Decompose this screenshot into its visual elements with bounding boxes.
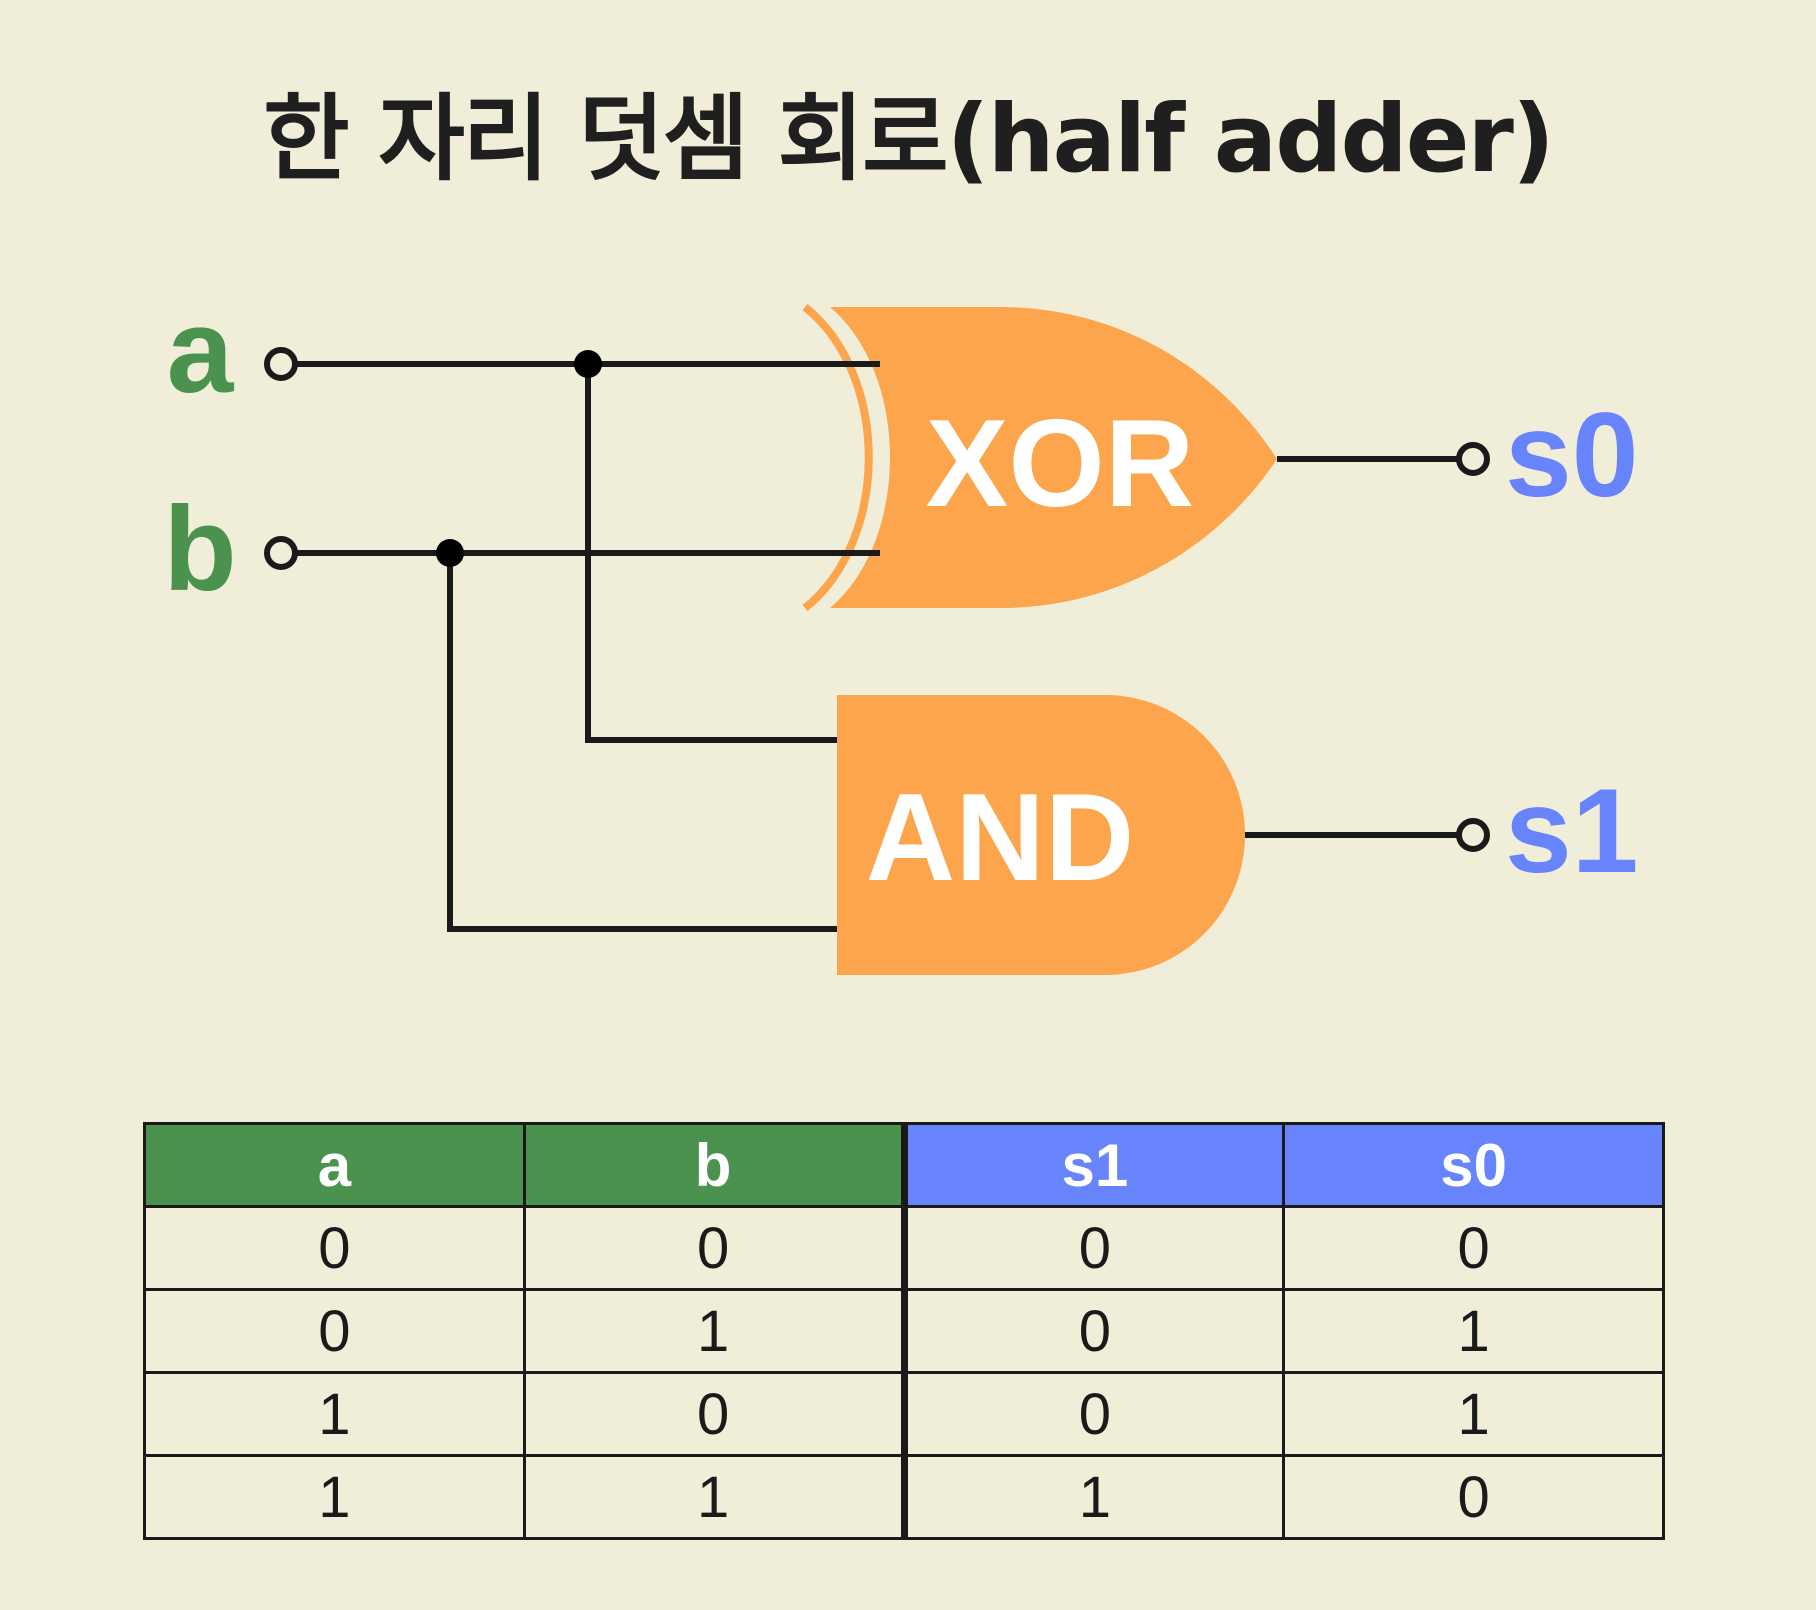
- output-terminal-s0: [1456, 442, 1490, 476]
- cell-s1: 0: [900, 1205, 1286, 1291]
- cell-s1: 1: [900, 1454, 1286, 1540]
- wire-a-to-and: [585, 364, 837, 743]
- and-gate: AND: [837, 695, 1245, 975]
- cell-b: 1: [522, 1288, 906, 1374]
- page-title: 한 자리 덧셈 회로(half adder): [263, 85, 1555, 194]
- cell-a: 1: [143, 1454, 526, 1540]
- xor-gate-label: XOR: [926, 395, 1195, 533]
- truth-table-header-row: a b s1 s0: [143, 1122, 1665, 1208]
- table-row: 1 0 0 1: [143, 1371, 1665, 1457]
- cell-a: 1: [143, 1371, 526, 1457]
- wires: [290, 361, 1458, 932]
- header-a: a: [143, 1122, 526, 1208]
- header-s0: s0: [1282, 1122, 1665, 1208]
- input-label-b: b: [163, 482, 236, 616]
- header-b: b: [522, 1122, 906, 1208]
- cell-b: 0: [522, 1205, 906, 1291]
- input-terminal-b: [264, 536, 298, 570]
- output-label-s1: s1: [1505, 764, 1638, 898]
- header-s1: s1: [900, 1122, 1286, 1208]
- table-row: 0 1 0 1: [143, 1288, 1665, 1374]
- junction-dot-a: [574, 350, 602, 378]
- table-row: 1 1 1 0: [143, 1454, 1665, 1540]
- cell-b: 1: [522, 1454, 906, 1540]
- output-label-s0: s0: [1505, 388, 1638, 522]
- cell-b: 0: [522, 1371, 906, 1457]
- xor-gate: XOR: [802, 303, 1277, 612]
- cell-s0: 0: [1282, 1454, 1665, 1540]
- wire-b-to-and: [447, 553, 837, 932]
- table-row: 0 0 0 0: [143, 1205, 1665, 1291]
- cell-a: 0: [143, 1288, 526, 1374]
- output-terminal-s1: [1456, 818, 1490, 852]
- and-gate-label: AND: [866, 769, 1135, 907]
- cell-s0: 1: [1282, 1371, 1665, 1457]
- cell-a: 0: [143, 1205, 526, 1291]
- cell-s0: 1: [1282, 1288, 1665, 1374]
- input-terminal-a: [264, 347, 298, 381]
- input-label-a: a: [167, 284, 235, 418]
- truth-table: a b s1 s0 0 0 0 0 0 1 0 1 1 0 0 1 1 1 1: [143, 1122, 1665, 1540]
- cell-s1: 0: [900, 1288, 1286, 1374]
- half-adder-circuit: a b XOR AND s0 s1: [163, 284, 1638, 975]
- cell-s0: 0: [1282, 1205, 1665, 1291]
- cell-s1: 0: [900, 1371, 1286, 1457]
- junction-dot-b: [436, 539, 464, 567]
